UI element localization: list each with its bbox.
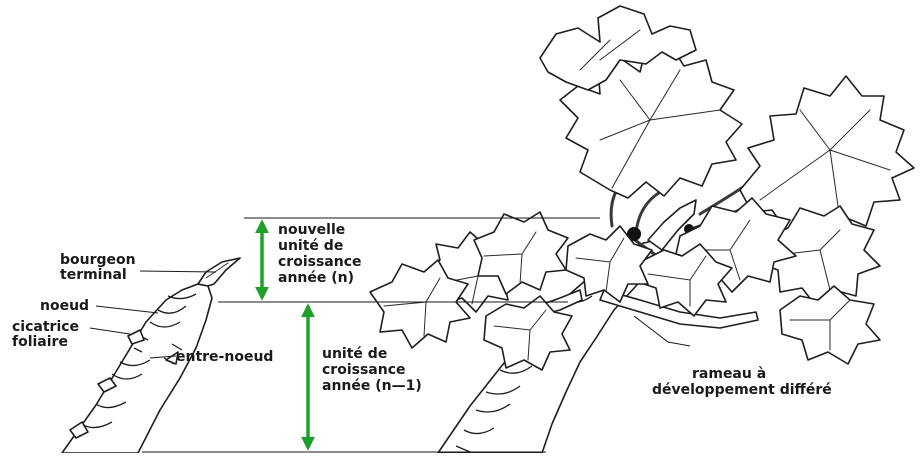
label-line: croissance bbox=[278, 254, 362, 270]
label-line: nouvelle bbox=[278, 222, 345, 238]
label-cicatrice-foliaire: cicatrice foliaire bbox=[12, 319, 79, 350]
label-line: année (n) bbox=[278, 270, 354, 286]
label-line: foliaire bbox=[12, 334, 68, 350]
label-bourgeon-terminal: bourgeon terminal bbox=[60, 252, 136, 283]
label-nouvelle-unite: nouvelle unité de croissance année (n) bbox=[278, 222, 362, 286]
label-line: développement différé bbox=[652, 382, 832, 398]
label-entre-noeud: entre-noeud bbox=[176, 349, 273, 365]
label-line: terminal bbox=[60, 267, 127, 283]
label-line: unité de bbox=[278, 238, 343, 254]
leader-noeud bbox=[96, 306, 158, 313]
label-line: rameau à bbox=[692, 366, 766, 382]
leader-bourgeon bbox=[140, 271, 216, 272]
label-line: année (n—1) bbox=[322, 378, 422, 394]
label-rameau-differe: rameau à développement différé bbox=[652, 366, 832, 398]
label-line: croissance bbox=[322, 362, 406, 378]
label-line: cicatrice bbox=[12, 319, 79, 335]
leader-cicatrice bbox=[90, 328, 130, 334]
fig-leaves bbox=[370, 6, 914, 370]
label-line: unité de bbox=[322, 346, 387, 362]
label-line: bourgeon bbox=[60, 252, 136, 268]
label-noeud: noeud bbox=[40, 298, 89, 314]
fig-leaf bbox=[740, 76, 914, 236]
label-unite-precedente: unité de croissance année (n—1) bbox=[322, 346, 422, 394]
